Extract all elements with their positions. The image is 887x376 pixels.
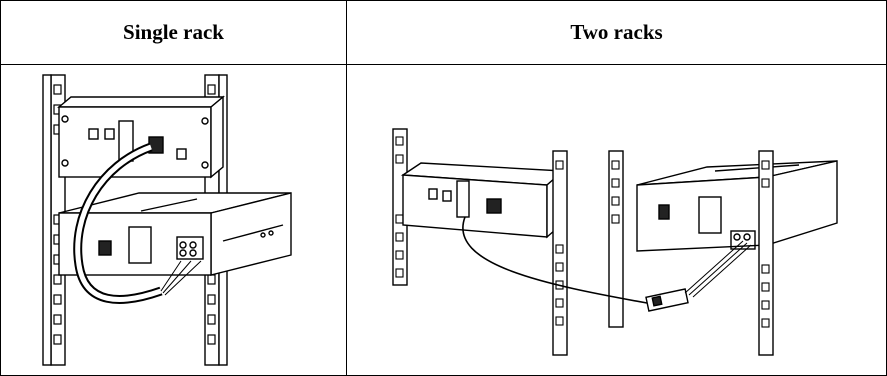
rack-a-power-unit bbox=[400, 162, 565, 239]
cable-connector bbox=[645, 288, 689, 312]
lower-rack-unit bbox=[58, 192, 292, 276]
single-rack-illustration bbox=[42, 74, 292, 366]
two-racks-header: Two racks bbox=[346, 0, 887, 65]
rack-b-left-rail bbox=[608, 150, 624, 328]
upper-rack-unit bbox=[57, 95, 225, 179]
rack-b-ups-unit bbox=[636, 160, 838, 252]
rack-a-right-rail bbox=[552, 150, 568, 356]
rack-a-left-rail bbox=[392, 128, 408, 286]
extension-cable bbox=[462, 216, 648, 304]
two-racks-illustration-cell bbox=[346, 64, 887, 376]
single-rack-illustration-cell bbox=[0, 64, 347, 376]
single-rack-header: Single rack bbox=[0, 0, 347, 65]
two-racks-illustration bbox=[392, 128, 838, 356]
rack-b-right-rail bbox=[758, 150, 774, 356]
